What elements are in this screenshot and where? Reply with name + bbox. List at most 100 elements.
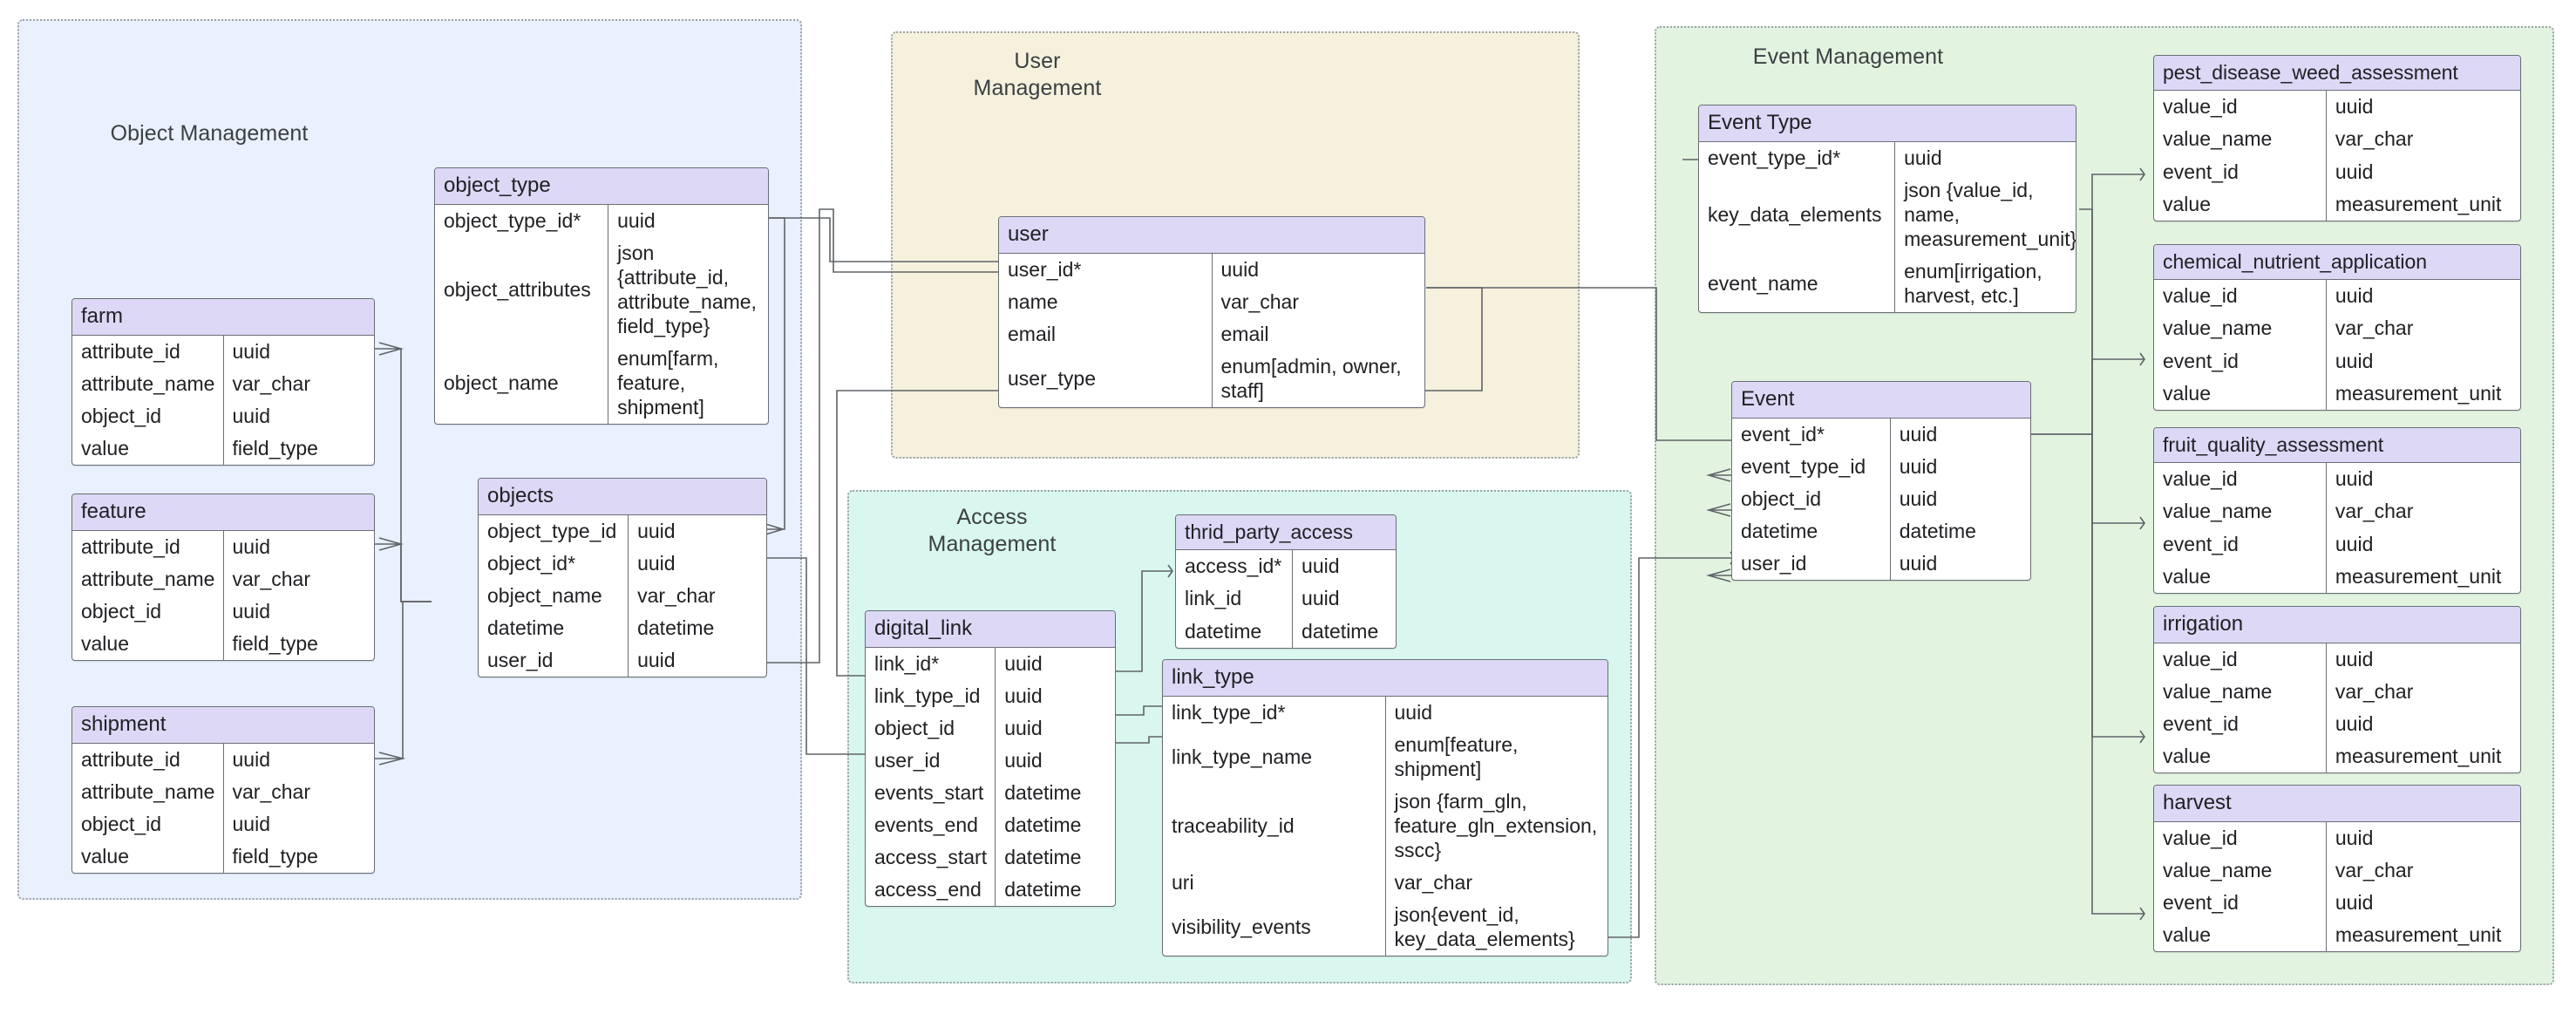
cell-attribute: access_end [866, 873, 996, 906]
cell-type: uuid [2335, 95, 2374, 119]
entity-user[interactable]: user user_id* uuid name var_char email e… [998, 216, 1425, 408]
cell-type: uuid [1004, 716, 1043, 739]
cell-type: json{event_id, key_data_elements} [1394, 902, 1575, 950]
cell-type: uuid [232, 812, 270, 835]
cell-type: uuid [232, 534, 270, 558]
table-row: user_id uuid [1732, 547, 2030, 580]
cell-attribute: event_id [2154, 344, 2327, 378]
cell-attribute: access_start [866, 840, 996, 874]
entity-pest-disease-weed-assessment[interactable]: pest_disease_weed_assessment value_id uu… [2153, 55, 2521, 221]
table-row: object_id uuid [72, 399, 374, 432]
cell-attribute: event_type_id* [1699, 141, 1896, 174]
cell-type: uuid [1899, 422, 1938, 446]
cell-type: enum[irrigation, harvest, etc.] [1904, 259, 2042, 307]
cell-attribute: email [999, 317, 1213, 350]
table-row: object_type_id uuid [479, 514, 766, 548]
table-row: value measurement_unit [2154, 377, 2520, 410]
cell-type: email [1220, 322, 1269, 345]
entity-harvest[interactable]: harvest value_id uuid value_name var_cha… [2153, 785, 2521, 952]
cell-attribute: link_type_name [1163, 728, 1386, 786]
cell-type: measurement_unit [2335, 192, 2502, 215]
cell-type: enum[feature, shipment] [1394, 732, 1519, 780]
table-row: event_id uuid [2154, 155, 2520, 188]
entity-body-link-type: link_type_id* uuid link_type_name enum[f… [1163, 696, 1607, 956]
table-row: value measurement_unit [2154, 560, 2520, 593]
table-row: value_name var_char [2154, 312, 2520, 345]
entity-header-object-type: object_type [435, 168, 768, 205]
entity-farm[interactable]: farm attribute_id uuid attribute_name va… [71, 298, 375, 466]
table-row: object_attributes json {attribute_id, at… [435, 236, 768, 343]
cell-type: datetime [1899, 519, 1976, 542]
cell-type: uuid [1302, 555, 1340, 578]
table-row: visibility_events json{event_id, key_dat… [1163, 898, 1607, 956]
cell-attribute: value_name [2154, 495, 2327, 528]
entity-objects[interactable]: objects object_type_id uuid object_id* u… [478, 478, 767, 677]
cell-attribute: value [2154, 560, 2327, 593]
entity-body-event-type: event_type_id* uuid key_data_elements js… [1699, 141, 2076, 312]
entity-body-chemical-nutrient-application: value_id uuid value_name var_char event_… [2154, 280, 2520, 410]
entity-body-pest-disease-weed-assessment: value_id uuid value_name var_char event_… [2154, 91, 2520, 221]
cell-type: uuid [232, 599, 270, 623]
table-row: event_id* uuid [1732, 418, 2030, 451]
entity-digital-link[interactable]: digital_link link_id* uuid link_type_id … [865, 610, 1116, 907]
cell-type: json {farm_gln, feature_gln_extension, s… [1394, 789, 1598, 861]
cell-type: var_char [1394, 870, 1472, 894]
table-row: user_id uuid [866, 744, 1115, 777]
cell-type: uuid [1302, 587, 1340, 610]
entity-header-harvest: harvest [2154, 786, 2520, 822]
entity-header-pest-disease-weed-assessment: pest_disease_weed_assessment [2154, 56, 2520, 92]
cell-attribute: event_type_id [1732, 450, 1891, 483]
table-row: object_id uuid [866, 711, 1115, 745]
table-row: event_type_id uuid [1732, 450, 2030, 483]
cell-type: uuid [2335, 647, 2374, 670]
entity-thrid-party-access[interactable]: thrid_party_access access_id* uuid link_… [1175, 514, 1397, 649]
cell-type: measurement_unit [2335, 922, 2502, 946]
cell-type: uuid [2335, 890, 2374, 914]
cell-attribute: object_type_id* [435, 204, 609, 237]
cell-attribute: uri [1163, 866, 1386, 899]
cell-attribute: datetime [479, 611, 629, 644]
table-row: attribute_name var_char [72, 367, 374, 400]
table-row: object_id uuid [72, 595, 374, 628]
cell-type: measurement_unit [2335, 744, 2502, 767]
entity-chemical-nutrient-application[interactable]: chemical_nutrient_application value_id u… [2153, 244, 2521, 411]
cell-type: uuid [637, 519, 676, 542]
cell-type: uuid [617, 208, 656, 232]
entity-header-farm: farm [72, 299, 374, 336]
cell-attribute: link_type_id [866, 679, 996, 712]
table-row: value field_type [72, 840, 374, 873]
table-row: uri var_char [1163, 866, 1607, 899]
cell-type: uuid [232, 339, 270, 363]
table-row: attribute_name var_char [72, 562, 374, 595]
cell-attribute: user_type [999, 350, 1213, 407]
cell-type: uuid [2335, 349, 2374, 372]
entity-header-event-type: Event Type [1699, 105, 2076, 142]
entity-shipment[interactable]: shipment attribute_id uuid attribute_nam… [71, 706, 375, 874]
cell-type: uuid [1004, 684, 1043, 707]
cell-type: datetime [1302, 619, 1379, 643]
cell-type: enum[admin, owner, staff] [1220, 354, 1402, 402]
table-row: object_type_id* uuid [435, 204, 768, 237]
entity-object-type[interactable]: object_type object_type_id* uuid object_… [434, 167, 769, 425]
entity-feature[interactable]: feature attribute_id uuid attribute_name… [71, 493, 375, 661]
cell-type: field_type [232, 436, 318, 459]
entity-body-digital-link: link_id* uuid link_type_id uuid object_i… [866, 647, 1115, 906]
entity-event[interactable]: Event event_id* uuid event_type_id uuid … [1731, 381, 2031, 581]
table-row: value_id uuid [2154, 821, 2520, 854]
entity-body-shipment: attribute_id uuid attribute_name var_cha… [72, 743, 374, 873]
cell-type: uuid [2335, 532, 2374, 555]
entity-event-type[interactable]: Event Type event_type_id* uuid key_data_… [1698, 105, 2076, 313]
entity-link-type[interactable]: link_type link_type_id* uuid link_type_n… [1162, 659, 1608, 957]
table-row: value_id uuid [2154, 643, 2520, 676]
entity-irrigation[interactable]: irrigation value_id uuid value_name var_… [2153, 606, 2521, 773]
group-title-object-management: Object Management [110, 121, 309, 146]
entity-body-event: event_id* uuid event_type_id uuid object… [1732, 418, 2030, 580]
table-row: event_id uuid [2154, 886, 2520, 919]
cell-attribute: attribute_id [72, 743, 224, 776]
table-row: datetime datetime [1176, 615, 1396, 648]
entity-fruit-quality-assessment[interactable]: fruit_quality_assessment value_id uuid v… [2153, 427, 2521, 594]
cell-attribute: attribute_id [72, 530, 224, 563]
cell-attribute: visibility_events [1163, 898, 1386, 956]
table-row: event_id uuid [2154, 527, 2520, 561]
